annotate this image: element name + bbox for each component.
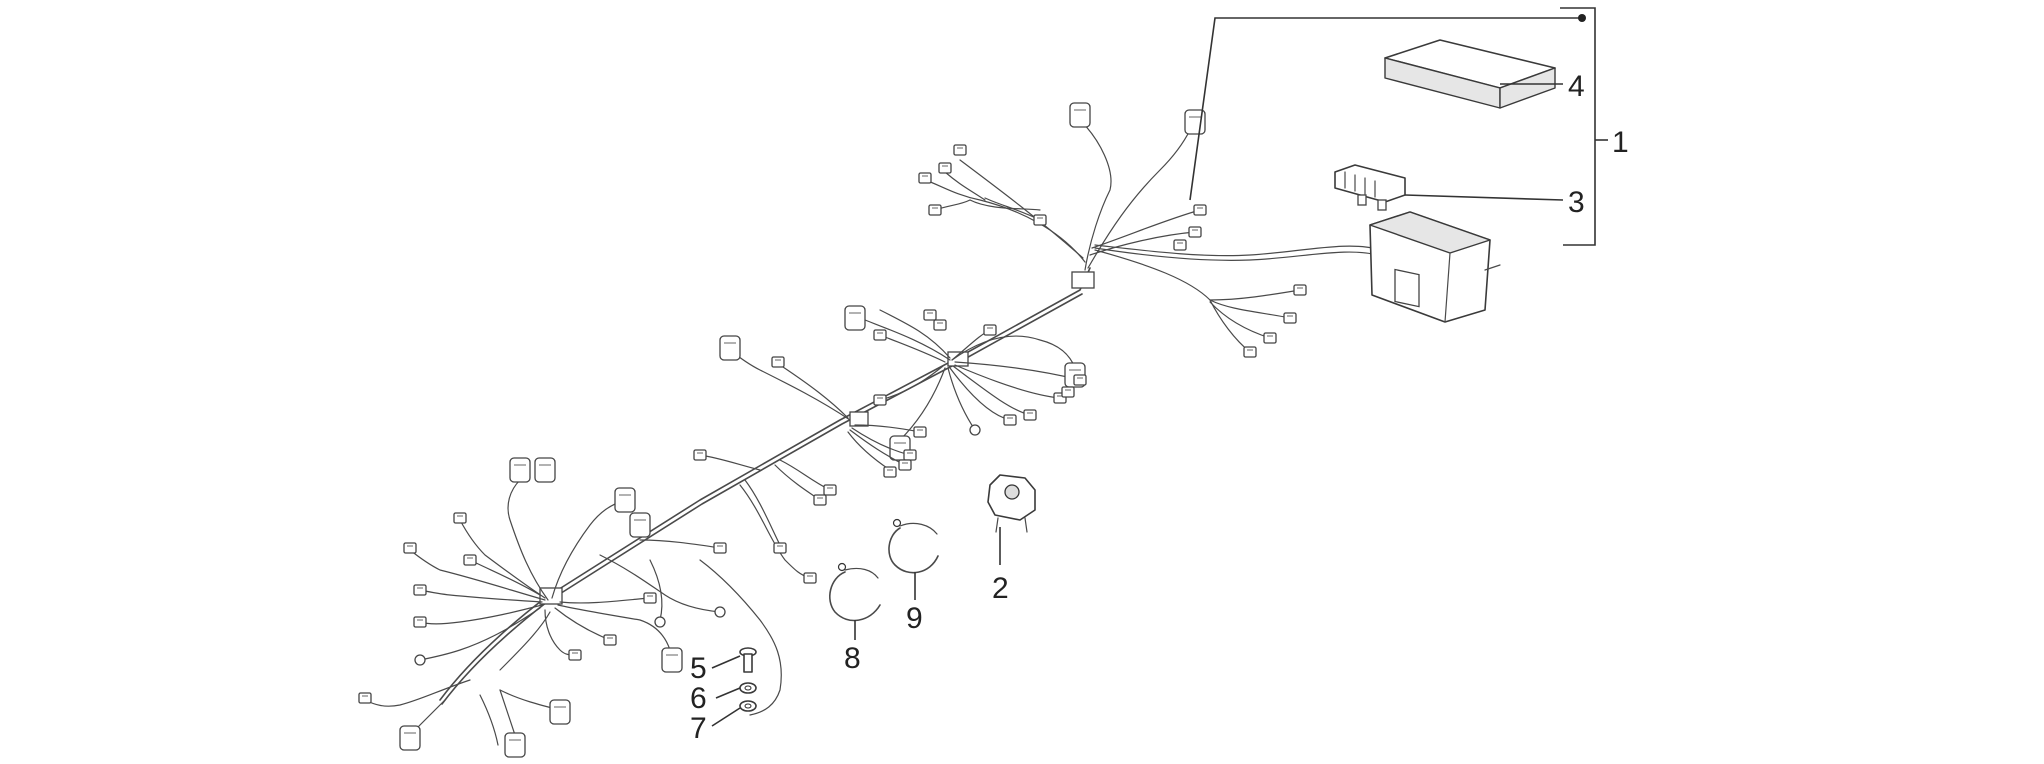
harness-connector-c — [844, 305, 866, 331]
part-5-screw — [739, 647, 757, 673]
callout-9: 9 — [906, 602, 923, 635]
callout-3: 3 — [1568, 186, 1585, 219]
harness-connector-i — [614, 487, 636, 513]
leader-7 — [711, 707, 741, 727]
fuse-box — [1369, 211, 1501, 323]
harness-junction-top — [1071, 271, 1095, 289]
callout-8: 8 — [844, 642, 861, 675]
part-7-nut — [739, 700, 757, 712]
harness-connector-l — [399, 725, 421, 751]
part-2-relay — [987, 474, 1036, 533]
callout-1: 1 — [1612, 126, 1629, 159]
harness-connector-k — [661, 647, 683, 673]
leader-1-bracket — [1560, 7, 1596, 246]
callout-6: 6 — [690, 682, 707, 715]
part-4-cover — [1384, 39, 1556, 109]
callout-4: 4 — [1568, 70, 1585, 103]
leader-lines — [711, 7, 1608, 727]
part-3-fuse — [1334, 164, 1406, 211]
part-6-washer — [739, 682, 757, 694]
harness-connector-j — [629, 512, 651, 538]
part-8-clamp — [829, 562, 881, 622]
leader-1-harness — [1189, 17, 1582, 201]
callout-numbers: 1 2 3 4 5 6 7 8 9 — [690, 70, 1629, 745]
harness-junction-low — [849, 411, 869, 427]
leader-1-dot — [1578, 14, 1586, 22]
harness-connector-n — [549, 699, 571, 725]
harness-connector-m — [504, 732, 526, 758]
leader-5 — [711, 655, 741, 669]
wiring-harness — [358, 102, 1411, 758]
harness-connector-g — [509, 457, 531, 483]
callout-5: 5 — [690, 652, 707, 685]
harness-junction-mid — [947, 351, 969, 367]
leader-3 — [1404, 194, 1564, 201]
part-9-clamp — [888, 518, 939, 574]
harness-connector-h — [534, 457, 556, 483]
callout-2: 2 — [992, 572, 1009, 605]
harness-connector-a — [1069, 102, 1091, 128]
callout-7: 7 — [690, 712, 707, 745]
leader-6 — [715, 687, 741, 699]
harness-junction-left — [539, 587, 563, 605]
harness-connector-f — [719, 335, 741, 361]
